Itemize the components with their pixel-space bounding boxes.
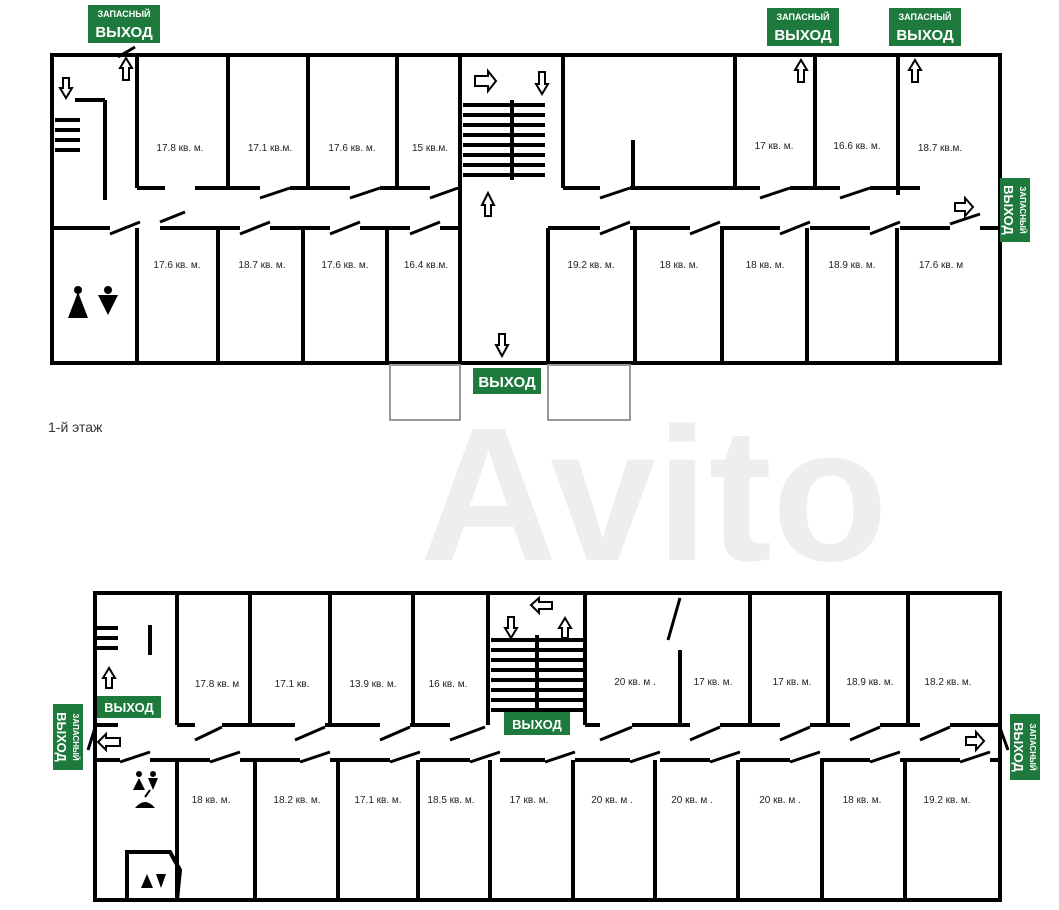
- svg-text:ВЫХОД: ВЫХОД: [95, 24, 153, 41]
- arrow-icon: [96, 595, 986, 753]
- room-area: 18 кв. м.: [843, 795, 882, 806]
- svg-text:ВЫХОД: ВЫХОД: [54, 712, 69, 762]
- room-area: 18 кв. м.: [660, 260, 699, 271]
- room-area: 17.6 кв. м.: [321, 260, 368, 271]
- floor-2-top-room-labels: 17.8 кв. м 17.1 кв. 13.9 кв. м. 16 кв. м…: [195, 677, 972, 690]
- room-area: 13.9 кв. м.: [349, 679, 396, 690]
- floor-1-stairs: [55, 100, 631, 421]
- main-exit-sign: ВЫХОД: [473, 368, 541, 394]
- floor-2-top-walls: [95, 593, 1000, 727]
- svg-text:ВЫХОД: ВЫХОД: [104, 700, 154, 715]
- shower-toilet-icon: [133, 771, 166, 888]
- svg-text:ВЫХОД: ВЫХОД: [512, 717, 562, 732]
- floor-1: 17.8 кв. м. 17.1 кв.м. 17.6 кв. м. 15 кв…: [48, 5, 1030, 435]
- room-area: 18.5 кв. м.: [427, 795, 474, 806]
- svg-text:ВЫХОД: ВЫХОД: [1001, 185, 1016, 235]
- toilet-icon: [68, 286, 118, 318]
- room-area: 17 кв. м.: [510, 795, 549, 806]
- room-area: 18.7 кв.м.: [918, 143, 962, 154]
- svg-text:ЗАПАСНЫЙ: ЗАПАСНЫЙ: [71, 713, 80, 760]
- room-area: 20 кв. м .: [759, 795, 801, 806]
- room-area: 18.7 кв. м.: [238, 260, 285, 271]
- room-area: 17 кв. м.: [773, 677, 812, 688]
- room-area: 16.6 кв. м.: [833, 141, 880, 152]
- arrow-icon: [58, 56, 975, 359]
- floor-2-outer-wall: [93, 591, 1002, 902]
- svg-text:ЗАПАСНЫЙ: ЗАПАСНЫЙ: [97, 8, 150, 19]
- room-area: 18 кв. м.: [746, 260, 785, 271]
- emergency-exit-sign: ЗАПАСНЫЙ ВЫХОД: [88, 5, 160, 43]
- floor-1-bottom-room-labels: 17.6 кв. м. 18.7 кв. м. 17.6 кв. м. 16.4…: [153, 260, 963, 271]
- floor-2: 17.8 кв. м 17.1 кв. 13.9 кв. м. 16 кв. м…: [53, 591, 1040, 902]
- watermark: Avito: [420, 389, 888, 601]
- room-area: 17.1 кв.: [275, 679, 310, 690]
- room-area: 19.2 кв. м.: [923, 795, 970, 806]
- svg-text:ВЫХОД: ВЫХОД: [774, 27, 832, 44]
- room-area: 18 кв. м.: [192, 795, 231, 806]
- emergency-exit-sign: ЗАПАСНЫЙ ВЫХОД: [767, 8, 839, 46]
- room-area: 17 кв. м.: [755, 141, 794, 152]
- room-area: 17.6 кв. м.: [153, 260, 200, 271]
- room-area: 19.2 кв. м.: [567, 260, 614, 271]
- room-area: 18.9 кв. м.: [828, 260, 875, 271]
- exit-sign: ВЫХОД: [97, 696, 161, 718]
- room-area: 18.2 кв. м.: [924, 677, 971, 688]
- floor-2-doors: [86, 597, 1010, 764]
- floor-1-outer-wall: [50, 53, 1002, 365]
- exit-sign: ВЫХОД: [504, 712, 570, 735]
- floor-1-doors: [109, 45, 981, 236]
- room-area: 20 кв. м .: [591, 795, 633, 806]
- room-area: 20 кв. м .: [614, 677, 656, 688]
- floor-2-bottom-walls: [95, 758, 1000, 901]
- room-area: 16.4 кв.м.: [404, 260, 448, 271]
- room-area: 18.9 кв. м.: [846, 677, 893, 688]
- svg-text:ЗАПАСНЫЙ: ЗАПАСНЫЙ: [1018, 186, 1027, 233]
- emergency-exit-sign: ЗАПАСНЫЙ ВЫХОД: [889, 8, 961, 46]
- room-area: 16 кв. м.: [429, 679, 468, 690]
- floor-caption: 1-й этаж: [48, 419, 103, 435]
- room-area: 17.1 кв.м.: [248, 143, 292, 154]
- floor-1-top-room-labels: 17.8 кв. м. 17.1 кв.м. 17.6 кв. м. 15 кв…: [156, 141, 962, 154]
- svg-text:ВЫХОД: ВЫХОД: [1011, 722, 1026, 772]
- floor-2-stairs: [97, 626, 583, 712]
- emergency-exit-sign: ЗАПАСНЫЙ ВЫХОД: [53, 704, 83, 770]
- room-area: 17.8 кв. м.: [156, 143, 203, 154]
- svg-text:ЗАПАСНЫЙ: ЗАПАСНЫЙ: [1028, 723, 1037, 770]
- room-area: 17 кв. м.: [694, 677, 733, 688]
- floor-1-bottom-walls: [52, 98, 1000, 363]
- room-area: 15 кв.м.: [412, 143, 448, 154]
- room-area: 17.8 кв. м: [195, 679, 239, 690]
- svg-text:ЗАПАСНЫЙ: ЗАПАСНЫЙ: [898, 11, 951, 22]
- svg-text:ВЫХОД: ВЫХОД: [896, 27, 954, 44]
- room-area: 17.1 кв. м.: [354, 795, 401, 806]
- floor-2-bottom-room-labels: 18 кв. м. 18.2 кв. м. 17.1 кв. м. 18.5 к…: [192, 795, 971, 806]
- svg-text:ЗАПАСНЫЙ: ЗАПАСНЫЙ: [776, 11, 829, 22]
- room-area: 18.2 кв. м.: [273, 795, 320, 806]
- room-area: 17.6 кв. м: [919, 260, 963, 271]
- room-area: 20 кв. м .: [671, 795, 713, 806]
- room-area: 17.6 кв. м.: [328, 143, 375, 154]
- svg-text:ВЫХОД: ВЫХОД: [478, 374, 536, 391]
- emergency-exit-sign: ЗАПАСНЫЙ ВЫХОД: [1010, 714, 1040, 780]
- emergency-exit-sign: ЗАПАСНЫЙ ВЫХОД: [1000, 178, 1030, 242]
- floor-1-top-walls: [135, 55, 920, 228]
